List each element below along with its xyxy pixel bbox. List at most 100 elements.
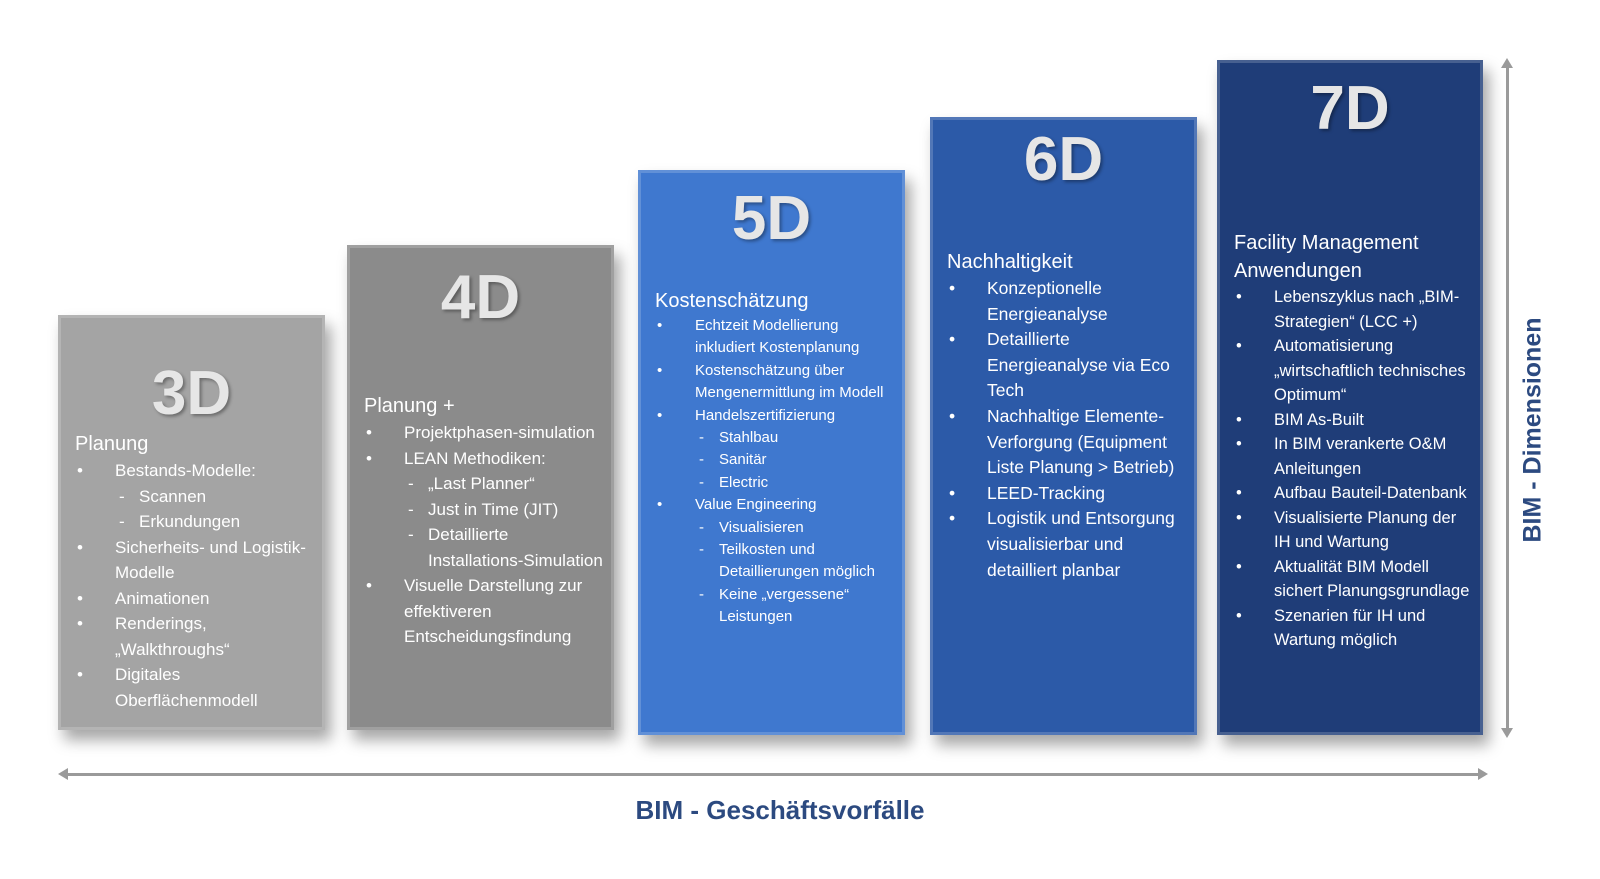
item-text: Detaillierte Energieanalyse via Eco Tech — [987, 329, 1170, 401]
item-text: Aktualität BIM Modell sichert Planungsgr… — [1274, 557, 1470, 601]
dash-icon: - — [408, 499, 414, 519]
box-content: Nachhaltigkeit •Konzeptionelle Energieana… — [947, 248, 1188, 583]
sub-item: -Sanitär — [695, 449, 896, 471]
y-axis-label: BIM - Dimensionen — [1518, 317, 1547, 543]
list-item: •Visuelle Darstellung zur effektiveren E… — [364, 573, 605, 650]
sub-item-text: Just in Time (JIT) — [428, 499, 559, 519]
bullet-icon: • — [949, 482, 956, 503]
sub-item: -Erkundungen — [115, 509, 316, 535]
bullet-icon: • — [366, 576, 372, 595]
list-item: • Projektphasen-simulation — [364, 420, 605, 446]
list-item: •Nachhaltige Elemente-Verforgung (Equipm… — [947, 404, 1188, 481]
bullet-list: •Lebenszyklus nach „BIM-Strategien“ (LCC… — [1234, 285, 1474, 653]
box-heading: Planung — [75, 433, 149, 455]
bullet-icon: • — [657, 406, 663, 424]
bullet-icon: • — [77, 588, 83, 608]
bullet-icon: • — [77, 614, 83, 633]
bullet-icon: • — [1236, 484, 1242, 502]
dimension-title: 6D — [1023, 125, 1104, 194]
x-axis-label: BIM - Geschäftsvorfälle — [635, 795, 925, 825]
sub-item: -Teilkosten und Detaillierungen möglich — [695, 539, 896, 584]
dimension-title: 5D — [731, 184, 812, 253]
item-text: Value Engineering — [695, 496, 817, 514]
dash-icon: - — [119, 486, 125, 506]
sub-item-text: Erkundungen — [139, 512, 241, 531]
sub-item-text: Teilkosten und Detaillierungen möglich — [719, 541, 875, 581]
bullet-icon: • — [949, 508, 956, 529]
list-item: • Visualisierte Planung der IH und Wartun… — [1234, 506, 1474, 555]
item-text: LEAN Methodiken: — [404, 448, 546, 468]
list-item: • Digitales Oberflächenmodell — [75, 662, 316, 713]
list-item: • Logistik und Entsorgung visualisierbar … — [947, 506, 1188, 583]
bullet-icon: • — [657, 496, 663, 514]
bullet-icon: • — [1236, 606, 1242, 625]
list-item: •In BIM verankerte O&M Anleitungen — [1234, 432, 1474, 481]
item-text: Projektphasen-simulation — [404, 423, 595, 442]
item-text: Digitales Oberflächenmodell — [115, 665, 258, 710]
sub-item-text: Stahlbau — [719, 429, 779, 447]
sub-item: -Electric — [695, 472, 896, 494]
dimension-title: 7D — [1310, 74, 1390, 143]
sub-item: -Keine „vergessene“ Leistungen — [695, 584, 896, 629]
bullet-list: • Echtzeit Modellierung inkludiert Kosten… — [655, 315, 896, 629]
sub-item: -Stahlbau — [695, 427, 896, 449]
sub-item-text: Keine „vergessene“ Leistungen — [719, 585, 850, 626]
list-item: • Szenarien für IH und Wartung möglich — [1234, 604, 1474, 653]
bullet-list: •Konzeptionelle Energieanalyse•Detaillie… — [947, 276, 1188, 583]
list-item: •Handelszertifizierung-Stahlbau-Sanitär-… — [655, 405, 896, 495]
bullet-icon: • — [657, 361, 663, 379]
dimension-title: 3D — [151, 359, 232, 428]
bullet-icon: • — [1236, 508, 1242, 527]
sub-item-text: „Last Planner“ — [428, 474, 535, 493]
list-item: •Lebenszyklus nach „BIM-Strategien“ (LCC… — [1234, 285, 1474, 334]
item-text: Visualisierte Planung der IH und Wartung — [1274, 508, 1457, 552]
bullet-icon: • — [77, 665, 83, 684]
bullet-icon: • — [949, 329, 956, 350]
sub-item-text: Sanitär — [719, 451, 767, 469]
bullet-icon: • — [77, 461, 83, 480]
item-text: LEED-Tracking — [987, 482, 1105, 503]
list-item: •Renderings, „Walkthroughs“ — [75, 611, 316, 662]
list-item: • Aufbau Bauteil-Datenbank — [1234, 481, 1474, 506]
item-text: Echtzeit Modellierung inkludiert Kostenp… — [695, 317, 860, 357]
sub-item: -Scannen — [115, 484, 316, 510]
box-content: Planung•Bestands-Modelle:-Scannen-Erkund… — [75, 430, 316, 713]
item-text: Sicherheits- und Logistik-Modelle — [115, 537, 306, 583]
dash-icon: - — [699, 541, 704, 559]
item-text: BIM As-Built — [1274, 410, 1364, 429]
box-heading: Kostenschätzung — [655, 290, 809, 312]
sub-item-text: Visualisieren — [719, 518, 804, 536]
item-text: Aufbau Bauteil-Datenbank — [1274, 484, 1467, 502]
dimensions-arrow — [1501, 58, 1513, 738]
dash-icon: - — [699, 585, 704, 603]
sub-list: -„Last Planner“-Just in Time (JIT)-Detai… — [404, 471, 605, 573]
dash-icon: - — [699, 473, 704, 491]
box-content: Planung +•Projektphasen-simulation•LEAN … — [364, 392, 605, 650]
item-text: Animationen — [115, 588, 210, 608]
list-item: •Value Engineering-Visualisieren-Teilkos… — [655, 494, 896, 628]
sub-item-text: Electric — [719, 473, 769, 491]
list-item: •Kostenschätzung über Mengenermittlung i… — [655, 360, 896, 405]
box-heading: Nachhaltigkeit — [947, 251, 1073, 273]
list-item: •Echtzeit Modellierung inkludiert Kosten… — [655, 315, 896, 360]
item-text: Bestands-Modelle: — [115, 461, 256, 480]
list-item: •BIM As-Built — [1234, 408, 1474, 433]
bullet-icon: • — [77, 537, 83, 557]
sub-item-text: Scannen — [139, 486, 207, 506]
sub-item: -Visualisieren — [695, 517, 896, 539]
item-text: Handelszertifizierung — [695, 406, 836, 424]
bullet-icon: • — [1236, 337, 1242, 355]
item-text: Szenarien für IH und Wartung möglich — [1274, 606, 1426, 650]
item-text: Logistik und Entsorgung visualisierbar u… — [987, 508, 1175, 580]
bullet-list: • Projektphasen-simulation • LEAN Methodike… — [364, 420, 605, 650]
bullet-icon: • — [1236, 557, 1242, 576]
bullet-icon: • — [366, 423, 372, 442]
dash-icon: - — [699, 429, 704, 447]
dimension-title: 4D — [440, 263, 521, 332]
list-item: • Detaillierte Energieanalyse via Eco Tec… — [947, 327, 1188, 404]
list-item: •Konzeptionelle Energieanalyse — [947, 276, 1188, 327]
sub-item: -Detaillierte Installations-Simulation — [404, 522, 605, 573]
item-text: In BIM verankerte O&M Anleitungen — [1274, 435, 1447, 478]
